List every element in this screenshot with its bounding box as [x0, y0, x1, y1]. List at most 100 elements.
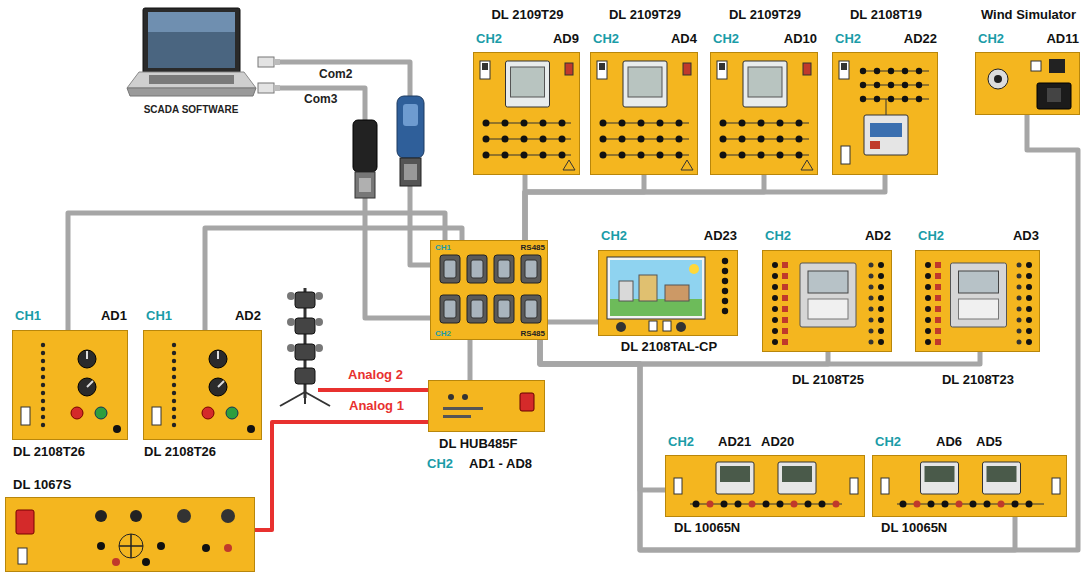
panel-terminal [1026, 284, 1032, 290]
panel-terminal [172, 423, 176, 427]
panel-terminal [777, 136, 784, 143]
panel-detail [21, 407, 30, 425]
panel-terminal [878, 317, 884, 323]
panel-terminal [796, 120, 803, 127]
panel-detail [782, 273, 788, 279]
panel-terminal [41, 415, 45, 419]
device-label: DL 2109T29 [491, 8, 563, 23]
panel-terminal [448, 394, 454, 400]
panel-terminal [1026, 306, 1032, 312]
module-panel: DL HUB485FCH2AD1 - AD8 [428, 380, 545, 432]
port-label: Com3 [303, 93, 338, 107]
laptop-computer: SCADA SOFTWARE [125, 8, 258, 100]
panel-detail [148, 12, 235, 32]
panel-terminal [988, 69, 1008, 89]
panel-terminal [739, 136, 746, 143]
device-label: AD4 [671, 32, 697, 47]
panel-detail [1049, 59, 1065, 73]
device-label: CH2 [713, 32, 739, 47]
panel-terminal [41, 351, 45, 355]
panel-terminal [78, 378, 96, 396]
device-label: DL 2108T19 [850, 8, 922, 23]
port-label: Analog 1 [348, 399, 405, 414]
panel-terminal [638, 136, 645, 143]
panel-terminal [791, 501, 798, 508]
panel-detail [935, 284, 941, 290]
panel-detail [782, 262, 788, 268]
panel-terminal [925, 306, 931, 312]
panel-terminal [142, 558, 150, 566]
device-label: AD9 [553, 32, 579, 47]
panel-terminal [720, 152, 727, 159]
panel-shape [143, 8, 240, 72]
panel-terminal [722, 308, 728, 314]
panel-terminal [888, 68, 894, 74]
panel-detail [782, 466, 812, 482]
device-label: RS485 [521, 243, 545, 252]
module-panel: CH2AD2DL 2108T25 [762, 250, 892, 352]
panel-terminal [209, 350, 227, 368]
panel-terminal [869, 329, 874, 334]
panel-terminal [226, 407, 238, 419]
panel-detail [782, 317, 788, 323]
module-panel: Wind SimulatorCH2AD11 [975, 52, 1080, 115]
device-label: AD22 [904, 32, 937, 47]
panel-terminal [1026, 273, 1032, 279]
panel-terminal [693, 501, 700, 508]
panel-detail [482, 63, 488, 70]
rs485-cable [540, 340, 828, 364]
panel-detail [935, 317, 941, 323]
panel-illustration [431, 241, 549, 341]
panel-terminal [540, 136, 547, 143]
panel-detail [665, 285, 689, 301]
db9-plug [404, 164, 417, 180]
device-label: Wind Simulator [981, 8, 1076, 23]
panel-terminal [521, 136, 528, 143]
panel-terminal [600, 120, 607, 127]
panel-detail [597, 61, 607, 79]
panel-terminal [172, 415, 176, 419]
panel-terminal [916, 82, 922, 88]
panel-terminal [1017, 318, 1022, 323]
panel-terminal [95, 407, 107, 419]
panel-terminal [119, 534, 143, 558]
wind-sensor [295, 292, 315, 308]
usb-plug [274, 85, 280, 91]
panel-illustration [599, 251, 739, 337]
panel-detail [683, 63, 691, 75]
panel-terminal [984, 501, 991, 508]
panel-terminal [1026, 501, 1033, 508]
panel-terminal [502, 152, 509, 159]
panel-detail [494, 255, 514, 283]
panel-terminal [749, 501, 756, 508]
analog-wire [318, 388, 428, 392]
device-label: CH2 [593, 32, 619, 47]
panel-detail [521, 255, 541, 283]
panel-terminal [172, 383, 176, 387]
panel-detail [440, 295, 460, 323]
panel-detail [800, 263, 856, 327]
wind-sensor [295, 368, 315, 384]
panel-terminal [41, 343, 45, 347]
panel-terminal [600, 136, 607, 143]
panel-detail [935, 295, 941, 301]
panel-terminal [209, 378, 227, 396]
rs485-cable [540, 340, 1015, 550]
panel-detail [443, 415, 471, 418]
panel-detail [716, 462, 754, 494]
panel-terminal [221, 509, 235, 523]
panel-detail [471, 260, 483, 278]
panel-detail [850, 478, 858, 494]
panel-terminal [177, 509, 191, 523]
tripod-leg [305, 392, 330, 406]
panel-terminal [869, 274, 874, 279]
device-label: CH2 [427, 457, 453, 472]
panel-terminal [869, 296, 874, 301]
panel-terminal [772, 295, 778, 301]
panel-terminal [483, 136, 490, 143]
module-panel: CH2AD3DL 2108T23 [915, 250, 1040, 352]
panel-terminal [559, 136, 566, 143]
panel-illustration [916, 251, 1041, 353]
panel-detail [748, 67, 782, 97]
